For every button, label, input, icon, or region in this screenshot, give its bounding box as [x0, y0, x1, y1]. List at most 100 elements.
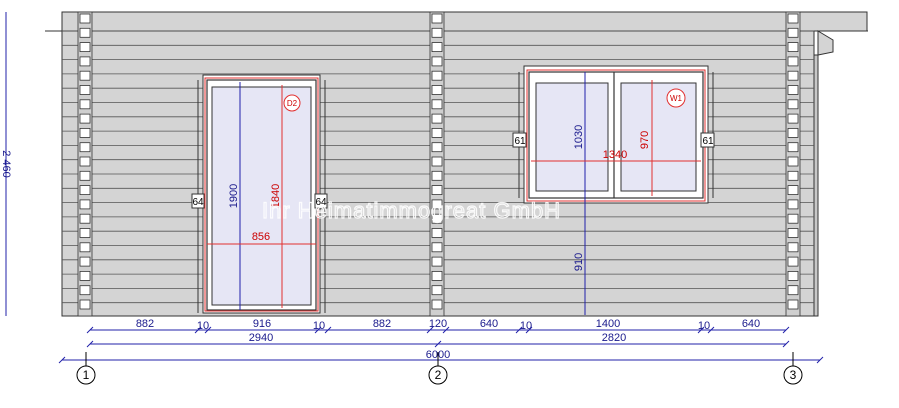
post-block: [79, 299, 91, 310]
post-block: [787, 142, 799, 153]
post-block: [431, 142, 443, 153]
post-block: [787, 13, 799, 24]
window-width-red: 1340: [603, 149, 627, 161]
post-block: [79, 228, 91, 238]
door-side-left: 64: [192, 197, 204, 208]
post-block: [787, 42, 799, 52]
post-block: [787, 199, 799, 210]
dim-640-b: 640: [742, 318, 760, 330]
dim-916: 916: [253, 318, 271, 330]
dimensions-row1: 882 10 916 10 882 120 640 10 1400 10 640: [136, 318, 760, 332]
post-block: [79, 185, 91, 196]
post-block: [431, 56, 443, 67]
log-corner-posts: [77, 11, 801, 317]
dim-tick: [86, 326, 94, 334]
post-block: [787, 70, 799, 81]
dim-tick: [782, 326, 790, 334]
window-w1: W1 1030 970 1340 910 61 61: [512, 65, 715, 315]
post-block: [431, 270, 443, 281]
post-block: [787, 228, 799, 238]
window-height-red: 970: [639, 131, 651, 149]
dim-tick: [816, 356, 824, 364]
post-block: [431, 42, 443, 52]
post-block: [431, 156, 443, 167]
post-block: [787, 299, 799, 310]
post-block: [79, 270, 91, 281]
dim-tick: [515, 326, 523, 334]
door-width-red: 856: [252, 231, 270, 243]
post-block: [79, 242, 91, 253]
dim-10-c: 10: [520, 320, 532, 332]
post-block: [431, 27, 443, 38]
dim-10-a: 10: [197, 320, 209, 332]
post-block: [79, 170, 91, 181]
grid-axes: 1 2 3: [76, 352, 803, 385]
axis-3-marker: [783, 365, 803, 385]
post-block: [79, 199, 91, 210]
post-block: [431, 199, 443, 210]
post-block: [431, 113, 443, 124]
post-block: [787, 156, 799, 167]
post-block: [787, 213, 799, 224]
axis-2-label: 2: [435, 368, 442, 382]
post-block: [79, 142, 91, 153]
post-block: [79, 99, 91, 110]
dim-882-b: 882: [373, 318, 391, 330]
dim-tick: [707, 326, 715, 334]
post-block: [79, 213, 91, 224]
height-dimension: 2 460: [0, 12, 12, 316]
post-block: [787, 85, 799, 95]
window-side-left: 61: [514, 136, 526, 147]
post-block: [787, 56, 799, 67]
post-block: [431, 228, 443, 238]
post-block: [79, 42, 91, 52]
dim-tick: [86, 340, 94, 348]
dim-tick: [525, 326, 533, 334]
door-side-right: 64: [315, 197, 327, 208]
post-block: [431, 85, 443, 95]
dim-2820: 2820: [602, 332, 626, 344]
dim-tick: [426, 326, 434, 334]
post-block: [79, 113, 91, 124]
dim-tick: [442, 326, 450, 334]
post-block: [787, 127, 799, 138]
dim-tick: [314, 326, 322, 334]
window-tag: W1: [670, 94, 683, 103]
window-side-right: 61: [702, 136, 714, 147]
dim-tick: [782, 340, 790, 348]
post-block: [787, 99, 799, 110]
post-block: [79, 85, 91, 95]
post-block: [79, 127, 91, 138]
post-block: [79, 70, 91, 81]
post-block: [431, 70, 443, 81]
post-block: [787, 242, 799, 253]
door-height-blue: 1900: [228, 184, 240, 208]
post-block: [79, 56, 91, 67]
dim-tick: [434, 340, 442, 348]
post-block: [431, 256, 443, 267]
post-block: [787, 270, 799, 281]
axis-1-marker: [76, 365, 96, 385]
axis-3-label: 3: [790, 368, 797, 382]
post-block: [79, 156, 91, 167]
post-block: [79, 285, 91, 296]
post-block: [431, 99, 443, 110]
dim-120: 120: [429, 318, 447, 330]
dim-2940: 2940: [249, 332, 273, 344]
post-block: [787, 113, 799, 124]
window-height-blue: 1030: [573, 125, 585, 149]
dim-10-b: 10: [313, 320, 325, 332]
watermark: Ihr Heimatimmogreat GmbH: [262, 198, 561, 223]
post-block: [79, 13, 91, 24]
post-block: [431, 213, 443, 224]
post-block: [787, 285, 799, 296]
post-block: [787, 27, 799, 38]
post-block: [79, 27, 91, 38]
dim-640-a: 640: [480, 318, 498, 330]
post-block: [431, 127, 443, 138]
post-block: [431, 299, 443, 310]
dim-10-d: 10: [698, 320, 710, 332]
dim-1400: 1400: [596, 318, 620, 330]
window-sill-height: 910: [573, 253, 585, 271]
